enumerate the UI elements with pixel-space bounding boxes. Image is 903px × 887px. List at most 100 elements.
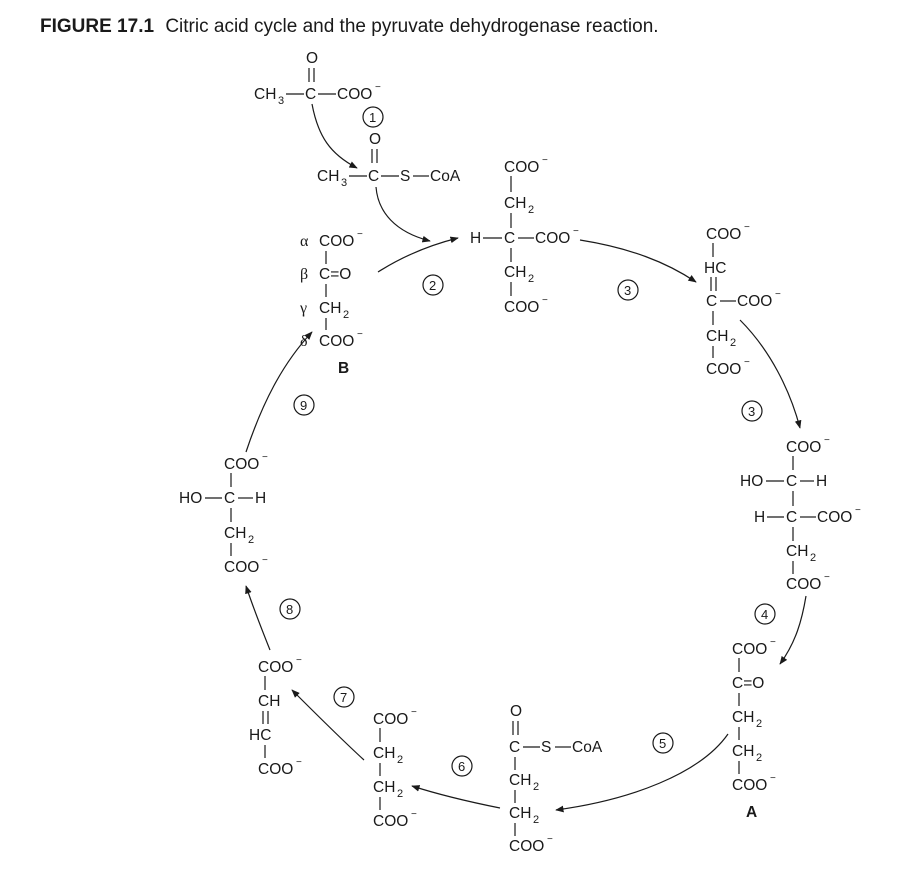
fumarate-coo-top-charge: − bbox=[296, 655, 302, 666]
ketoglutarate-coo-top-charge: − bbox=[770, 637, 776, 648]
isocitrate-ch2-sub: 2 bbox=[810, 552, 816, 564]
arrow-malate-to-oxaloacetate bbox=[245, 331, 313, 453]
arrow-isocitrate-to-ketoglutarate bbox=[779, 595, 807, 665]
citrate-coo-bottom-charge: − bbox=[542, 295, 548, 306]
cisaconitate-coo-bottom-charge: − bbox=[744, 357, 750, 368]
acetylcoa-ch: CH bbox=[317, 168, 339, 185]
cisaconitate-ch2: CH bbox=[706, 328, 728, 345]
citrate-coo-bottom: COO bbox=[504, 299, 539, 316]
succinate-ch2-b-sub: 2 bbox=[397, 788, 403, 800]
step-8-marker: 8 bbox=[279, 598, 301, 620]
acetylcoa-coa: CoA bbox=[430, 168, 461, 185]
pyruvate-ch-sub: 3 bbox=[278, 95, 284, 107]
step-9-number: 9 bbox=[300, 398, 307, 413]
succinylcoa-ch2-b: CH bbox=[509, 805, 531, 822]
oxaloacetate-coo-top: COO bbox=[319, 233, 354, 250]
fumarate-ch: CH bbox=[258, 693, 280, 710]
step-5-number: 5 bbox=[659, 736, 666, 751]
acetylcoa-ch-sub: 3 bbox=[341, 177, 347, 189]
malate-coo-top-charge: − bbox=[262, 452, 268, 463]
succinate-ch2-a: CH bbox=[373, 745, 395, 762]
malate-coo-bottom-charge: − bbox=[262, 555, 268, 566]
fumarate-coo-bottom: COO bbox=[258, 761, 293, 778]
step-4-number: 4 bbox=[761, 607, 768, 622]
malate-coo-bottom: COO bbox=[224, 559, 259, 576]
isocitrate-coo-top-charge: − bbox=[824, 435, 830, 446]
citrate-h: H bbox=[470, 230, 481, 247]
isocitrate-h2: H bbox=[754, 509, 765, 526]
oxaloacetate-structure: α COO − β C=O γ CH 2 δ COO − B bbox=[299, 229, 363, 377]
acetylcoa-o: O bbox=[369, 131, 381, 148]
step-2-number: 2 bbox=[429, 278, 436, 293]
isocitrate-coo-bottom-charge: − bbox=[824, 572, 830, 583]
oxaloacetate-alpha: α bbox=[300, 233, 309, 250]
citrate-coo-top-charge: − bbox=[542, 155, 548, 166]
arrow-ketoglutarate-to-succinylcoa bbox=[555, 733, 729, 813]
succinylcoa-coo: COO bbox=[509, 838, 544, 855]
arrow-acetylcoa-to-citrate bbox=[375, 186, 431, 243]
isocitrate-c2: C bbox=[786, 509, 797, 526]
succinate-ch2-a-sub: 2 bbox=[397, 754, 403, 766]
succinylcoa-s: S bbox=[541, 739, 551, 756]
succinate-coo-top-charge: − bbox=[411, 707, 417, 718]
arrow-citrate-to-cisaconitate bbox=[579, 239, 697, 283]
malate-ch2: CH bbox=[224, 525, 246, 542]
alpha-ketoglutarate-structure: COO − C=O CH 2 CH 2 COO − A bbox=[732, 637, 776, 821]
arrow-oxaloacetate-to-citrate bbox=[377, 236, 459, 273]
cisaconitate-coo-side: COO bbox=[737, 293, 772, 310]
pyruvate-coo: COO bbox=[337, 86, 372, 103]
citrate-coo-mid-charge: − bbox=[573, 226, 579, 237]
oxaloacetate-gamma: γ bbox=[299, 300, 307, 317]
succinate-coo-bottom: COO bbox=[373, 813, 408, 830]
step-4-marker: 4 bbox=[754, 603, 776, 625]
oxaloacetate-coo-top-charge: − bbox=[357, 229, 363, 240]
citrate-ch2-top-sub: 2 bbox=[528, 204, 534, 216]
figure-label: FIGURE 17.1 bbox=[40, 16, 155, 37]
malate-h: H bbox=[255, 490, 266, 507]
citrate-structure: COO − CH 2 H C COO − CH 2 COO − bbox=[470, 155, 579, 316]
acetylcoa-s: S bbox=[400, 168, 410, 185]
ketoglutarate-ch2-a-sub: 2 bbox=[756, 718, 762, 730]
succinate-ch2-b: CH bbox=[373, 779, 395, 796]
arrow-fumarate-to-malate bbox=[245, 585, 271, 651]
isocitrate-c1: C bbox=[786, 473, 797, 490]
ketoglutarate-coo-bottom-charge: − bbox=[770, 773, 776, 784]
fumarate-coo-bottom-charge: − bbox=[296, 757, 302, 768]
malate-ho: HO bbox=[179, 490, 202, 507]
ketoglutarate-ch2-a: CH bbox=[732, 709, 754, 726]
arrow-pyruvate-to-acetylcoa bbox=[311, 103, 358, 169]
pyruvate-c: C bbox=[305, 86, 316, 103]
isocitrate-coo-bottom: COO bbox=[786, 576, 821, 593]
cisaconitate-coo-side-charge: − bbox=[775, 289, 781, 300]
oxaloacetate-ch2: CH bbox=[319, 300, 341, 317]
ketoglutarate-ch2-b-sub: 2 bbox=[756, 752, 762, 764]
acetyl-coa-structure: O CH 3 C S CoA bbox=[317, 131, 461, 189]
succinylcoa-coo-charge: − bbox=[547, 834, 553, 845]
ketoglutarate-ceqo: C=O bbox=[732, 675, 764, 692]
figure-caption: FIGURE 17.1 Citric acid cycle and the py… bbox=[40, 16, 659, 38]
fumarate-coo-top: COO bbox=[258, 659, 293, 676]
citrate-c: C bbox=[504, 230, 515, 247]
oxaloacetate-coo-bottom: COO bbox=[319, 333, 354, 350]
step-8-number: 8 bbox=[286, 602, 293, 617]
cisaconitate-hc: HC bbox=[704, 260, 726, 277]
succinyl-coa-structure: O C S CoA CH 2 CH 2 COO − bbox=[509, 703, 603, 855]
pyruvate-structure: O CH 3 C COO − bbox=[254, 50, 381, 107]
malate-coo-top: COO bbox=[224, 456, 259, 473]
isocitrate-ho: HO bbox=[740, 473, 763, 490]
step-6-marker: 6 bbox=[451, 755, 473, 777]
step-1-number: 1 bbox=[369, 110, 376, 125]
step-6-number: 6 bbox=[458, 759, 465, 774]
step-2-marker: 2 bbox=[422, 274, 444, 296]
acetylcoa-c: C bbox=[368, 168, 379, 185]
step-3a-number: 3 bbox=[624, 283, 631, 298]
pyruvate-coo-charge: − bbox=[375, 82, 381, 93]
ketoglutarate-label-a: A bbox=[746, 804, 757, 821]
step-3b-number: 3 bbox=[748, 404, 755, 419]
oxaloacetate-coo-bottom-charge: − bbox=[357, 329, 363, 340]
oxaloacetate-beta: β bbox=[300, 266, 308, 283]
step-7-marker: 7 bbox=[333, 686, 355, 708]
step-7-number: 7 bbox=[340, 690, 347, 705]
